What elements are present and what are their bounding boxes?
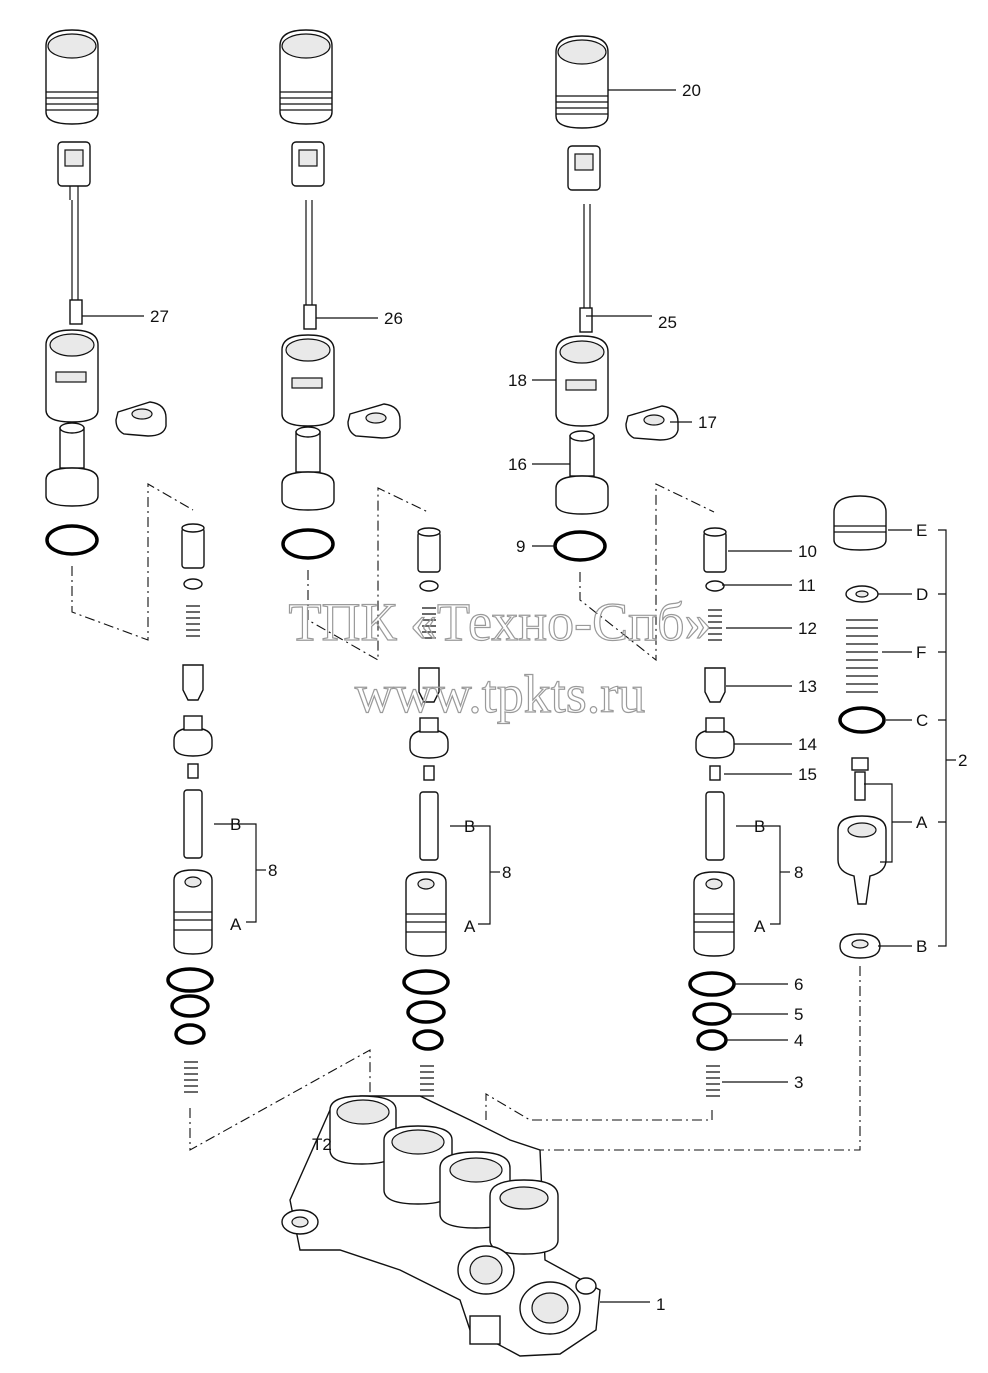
callout-8-left: 8 [268, 861, 277, 880]
callout-d: D [916, 585, 928, 604]
callout-b-relief: B [916, 937, 927, 956]
callout-9: 9 [516, 537, 525, 556]
callout-3: 3 [794, 1073, 803, 1092]
leader-lines-right [532, 89, 692, 547]
callout-27: 27 [150, 307, 169, 326]
body-marking: T2 [312, 1135, 332, 1154]
watermark-line1: ТПК «Техно-Спб» [289, 592, 712, 652]
solenoid-assembly-right [553, 35, 715, 662]
solenoid-assembly-middle [279, 29, 429, 661]
callout-16: 16 [508, 455, 527, 474]
callout-13: 13 [798, 677, 817, 696]
watermark-line2: www.tpkts.ru [355, 664, 646, 724]
solenoid-assembly-left [45, 29, 194, 641]
callout-a-middle: A [464, 917, 476, 936]
callout-b-right: B [754, 817, 765, 836]
callout-b-middle: B [464, 817, 475, 836]
callout-15: 15 [798, 765, 817, 784]
callout-10: 10 [798, 542, 817, 561]
callout-a-left: A [230, 915, 242, 934]
callout-a-relief: A [916, 813, 928, 832]
callout-f: F [916, 643, 926, 662]
callout-b-left: B [230, 815, 241, 834]
spool-stack-middle [402, 527, 500, 1140]
callout-12: 12 [798, 619, 817, 638]
callout-e: E [916, 521, 927, 540]
callout-5: 5 [794, 1005, 803, 1024]
valve-body [281, 1095, 650, 1357]
callout-a-right: A [754, 917, 766, 936]
callout-1: 1 [656, 1295, 665, 1314]
callout-2: 2 [958, 751, 967, 770]
spool-stack-left [166, 523, 371, 1151]
spool-stack-right [485, 527, 792, 1121]
callout-11: 11 [798, 576, 816, 595]
callout-14: 14 [798, 735, 817, 754]
callout-20: 20 [682, 81, 701, 100]
callout-8-middle: 8 [502, 863, 511, 882]
callout-26: 26 [384, 309, 403, 328]
callout-17: 17 [698, 413, 717, 432]
callout-18: 18 [508, 371, 527, 390]
callout-c: C [916, 711, 928, 730]
callout-6: 6 [794, 975, 803, 994]
callout-8-right: 8 [794, 863, 803, 882]
callout-4: 4 [794, 1031, 803, 1050]
leader-lines-wires [82, 315, 378, 319]
callout-25: 25 [658, 313, 677, 332]
